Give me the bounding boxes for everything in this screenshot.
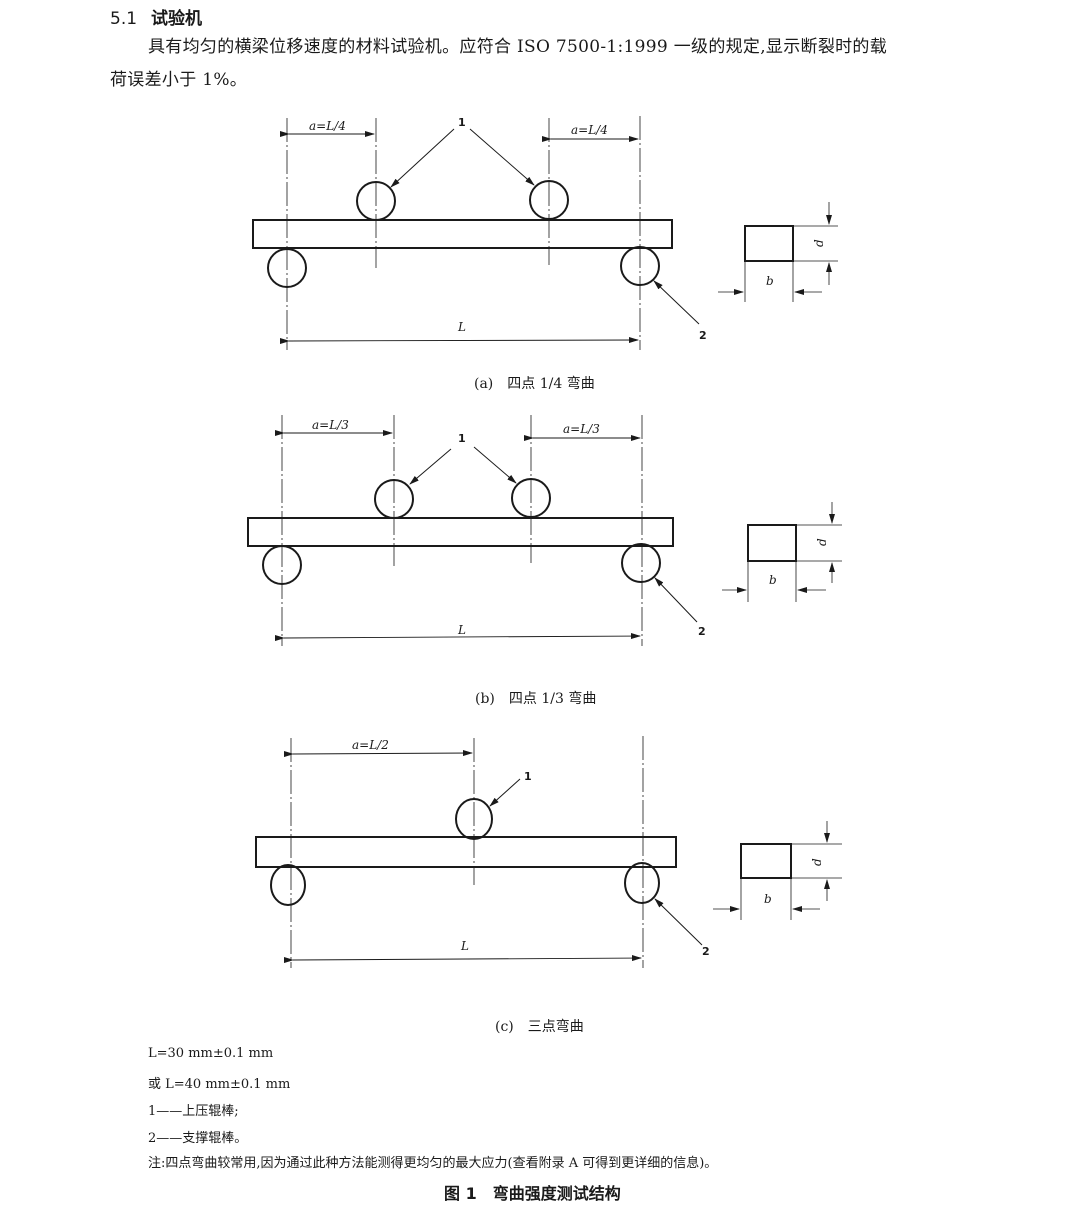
caption-a: (a) 四点 1/4 弯曲 <box>474 376 595 392</box>
figure-title: 图 1 弯曲强度测试结构 <box>444 1180 621 1204</box>
caption-c: (c) 三点弯曲 <box>495 1019 584 1035</box>
section-b-label-c: b <box>764 892 772 906</box>
section-number: 5.1 <box>110 9 138 29</box>
figure-note: 注:四点弯曲较常用,因为通过此种方法能测得更均匀的最大应力(查看附录 A 可得到… <box>148 1156 718 1171</box>
section-b-label-b: b <box>769 573 777 587</box>
section-d-label-c: d <box>810 858 824 866</box>
legend-line-2: 或 L=40 mm±0.1 mm <box>148 1077 291 1092</box>
paragraph-line-2: 荷误差小于 1%。 <box>110 70 248 90</box>
legend-line-3: 1——上压辊棒; <box>148 1104 239 1119</box>
callout-1-c: 1 <box>524 770 532 783</box>
section-title: 试验机 <box>151 9 203 29</box>
section-d-label-a: d <box>812 239 826 247</box>
dim-label-a-left: a=L/4 <box>309 119 346 133</box>
length-label-a: L <box>457 320 466 334</box>
section-d-label-b: d <box>815 538 829 546</box>
callout-2-a: 2 <box>699 329 707 342</box>
legend-line-1: L=30 mm±0.1 mm <box>148 1046 274 1061</box>
subfigure-a-diagram <box>252 116 838 350</box>
subfigure-c-diagram <box>255 736 842 968</box>
section-heading: 5.1 试验机 <box>110 4 202 29</box>
figure-title-text: 弯曲强度测试结构 <box>492 1184 621 1203</box>
callout-2-b: 2 <box>698 625 706 638</box>
callout-1-a: 1 <box>458 116 466 129</box>
figure-number: 图 1 <box>444 1184 477 1203</box>
callout-1-b: 1 <box>458 432 466 445</box>
dim-label-b-right: a=L/3 <box>563 422 600 436</box>
callout-2-c: 2 <box>702 945 710 958</box>
dim-label-b-left: a=L/3 <box>312 418 349 432</box>
caption-b: (b) 四点 1/3 弯曲 <box>475 691 597 707</box>
length-label-b: L <box>457 623 466 637</box>
dim-label-a-right: a=L/4 <box>571 123 608 137</box>
paragraph-line-1: 具有均匀的横梁位移速度的材料试验机。应符合 ISO 7500-1:1999 一级… <box>148 37 888 57</box>
section-b-label-a: b <box>766 274 774 288</box>
length-label-c: L <box>460 939 469 953</box>
subfigure-b-diagram <box>247 415 842 646</box>
legend-line-4: 2——支撑辊棒。 <box>148 1131 248 1146</box>
dim-label-c: a=L/2 <box>352 738 389 752</box>
